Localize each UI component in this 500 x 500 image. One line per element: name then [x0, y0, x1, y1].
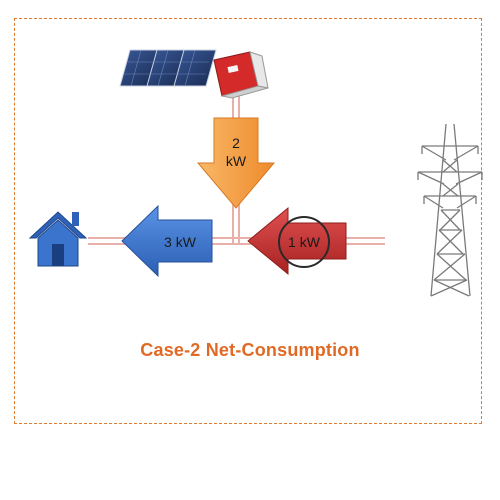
meter-circle: [278, 216, 330, 268]
inverter-icon: [213, 51, 269, 99]
grid-arrow: 1 kW: [247, 206, 347, 276]
house-arrow-label: 3 kW: [164, 234, 197, 250]
house-arrow: 3 kW: [121, 204, 213, 278]
solar-panel-icon: [119, 49, 217, 87]
transmission-tower-icon: [417, 123, 483, 297]
grid-arrow-label: 1 kW: [288, 234, 321, 250]
solar-arrow-value: 2: [232, 135, 240, 151]
dashed-frame: [14, 18, 482, 424]
case-caption: Case-2 Net-Consumption: [140, 340, 360, 360]
solar-arrow: 2 kW: [196, 117, 276, 209]
house-icon: [28, 211, 88, 267]
solar-arrow-unit: kW: [226, 153, 247, 169]
